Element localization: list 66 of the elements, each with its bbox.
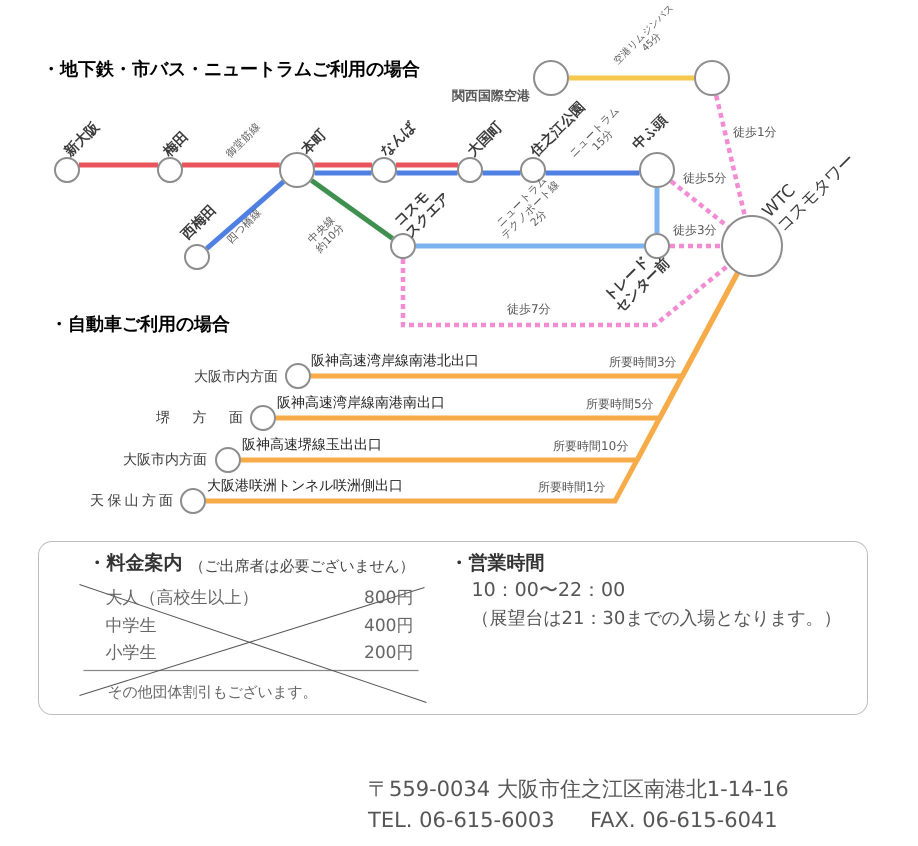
section-heading: ・料金案内	[88, 552, 182, 574]
direction-label: 大阪市内方面	[123, 452, 207, 468]
observatory-note: （展望台は21：30までの入場となります。）	[472, 608, 842, 630]
exit-name: 阪神高速湾岸線南港北出口	[311, 353, 479, 370]
station-name: なんば	[378, 118, 419, 160]
section-heading: ・自動車ご利用の場合	[50, 315, 230, 336]
station-name: 新大阪	[62, 118, 103, 160]
route-line	[546, 170, 640, 176]
route-line	[396, 162, 458, 168]
section-heading: ・地下鉄・市バス・ニュートラムご利用の場合	[42, 60, 420, 81]
route-line	[482, 170, 520, 176]
direction-label: 大阪市内方面	[194, 369, 278, 386]
route-line	[569, 76, 694, 80]
edge-label: 所要時間10分	[553, 440, 628, 454]
station-name: 西梅田	[178, 202, 220, 243]
airport-name: 関西国際空港	[452, 90, 530, 105]
station-name: 梅田	[160, 128, 192, 160]
station-name: 本町	[298, 126, 330, 158]
opening-hours: 10：00〜22：00	[472, 580, 626, 602]
dotted-route-line	[714, 94, 747, 216]
note: （ご出席者は必要ございません）	[190, 558, 414, 575]
edge-label: 徒歩7分	[507, 303, 551, 317]
exit-name: 阪神高速湾岸線南港南出口	[277, 395, 445, 412]
station-name: 大国町	[464, 118, 506, 160]
fare-category: 中学生	[106, 616, 156, 636]
phone-number: TEL. 06-615-6003	[368, 808, 555, 832]
edge-label: 空港リムジンバス45分	[612, 2, 678, 69]
route-line	[310, 178, 394, 240]
fare-category: 小学生	[106, 644, 156, 664]
edge-label: 所要時間3分	[609, 356, 677, 370]
edge-label: 徒歩1分	[733, 126, 777, 140]
dotted-route-line	[400, 259, 730, 328]
edge-label: ニュートラムテクノポート線2分	[493, 172, 563, 244]
edge-label: 徒歩3分	[673, 224, 717, 238]
route-line	[396, 170, 458, 176]
route-line	[205, 180, 286, 250]
dotted-route-line	[670, 244, 721, 248]
section-heading: ・営業時間	[450, 552, 544, 574]
route-line	[314, 170, 372, 176]
station-circle	[694, 60, 730, 96]
route-line	[314, 162, 372, 168]
edge-label: 御堂筋線	[223, 120, 264, 160]
route-line	[182, 162, 280, 168]
direction-label: 堺方面	[156, 410, 243, 426]
exit-name: 大阪港咲洲トンネル咲洲側出口	[207, 478, 403, 494]
direction-label: 天保山方面	[90, 493, 173, 510]
postal-address: 〒559-0034 大阪市住之江区南港北1-14-16	[368, 777, 789, 802]
station-name: 中ふ頭	[630, 112, 671, 153]
dotted-route-line	[670, 179, 730, 228]
info-panel	[38, 541, 868, 715]
route-line	[206, 272, 740, 504]
edge-label: 所要時間5分	[586, 398, 654, 412]
station-name: トレードセンター前	[601, 252, 674, 316]
station-name: コスモスクエア	[391, 188, 454, 241]
fare-price: 400円	[364, 616, 414, 636]
edge-label: 四つ橋線	[224, 206, 264, 246]
route-line	[654, 188, 660, 233]
fare-price: 200円	[364, 644, 414, 664]
route-line	[416, 244, 644, 248]
discount-note: その他団体割引もございます。	[108, 684, 318, 701]
route-line	[79, 162, 158, 168]
edge-label: 中央線約10分	[304, 212, 348, 255]
edge-label: 徒歩5分	[683, 172, 727, 186]
edge-label: 所要時間1分	[538, 481, 606, 495]
fax-number: FAX. 06-615-6041	[590, 808, 778, 832]
exit-name: 阪神高速堺線玉出出口	[242, 437, 382, 454]
